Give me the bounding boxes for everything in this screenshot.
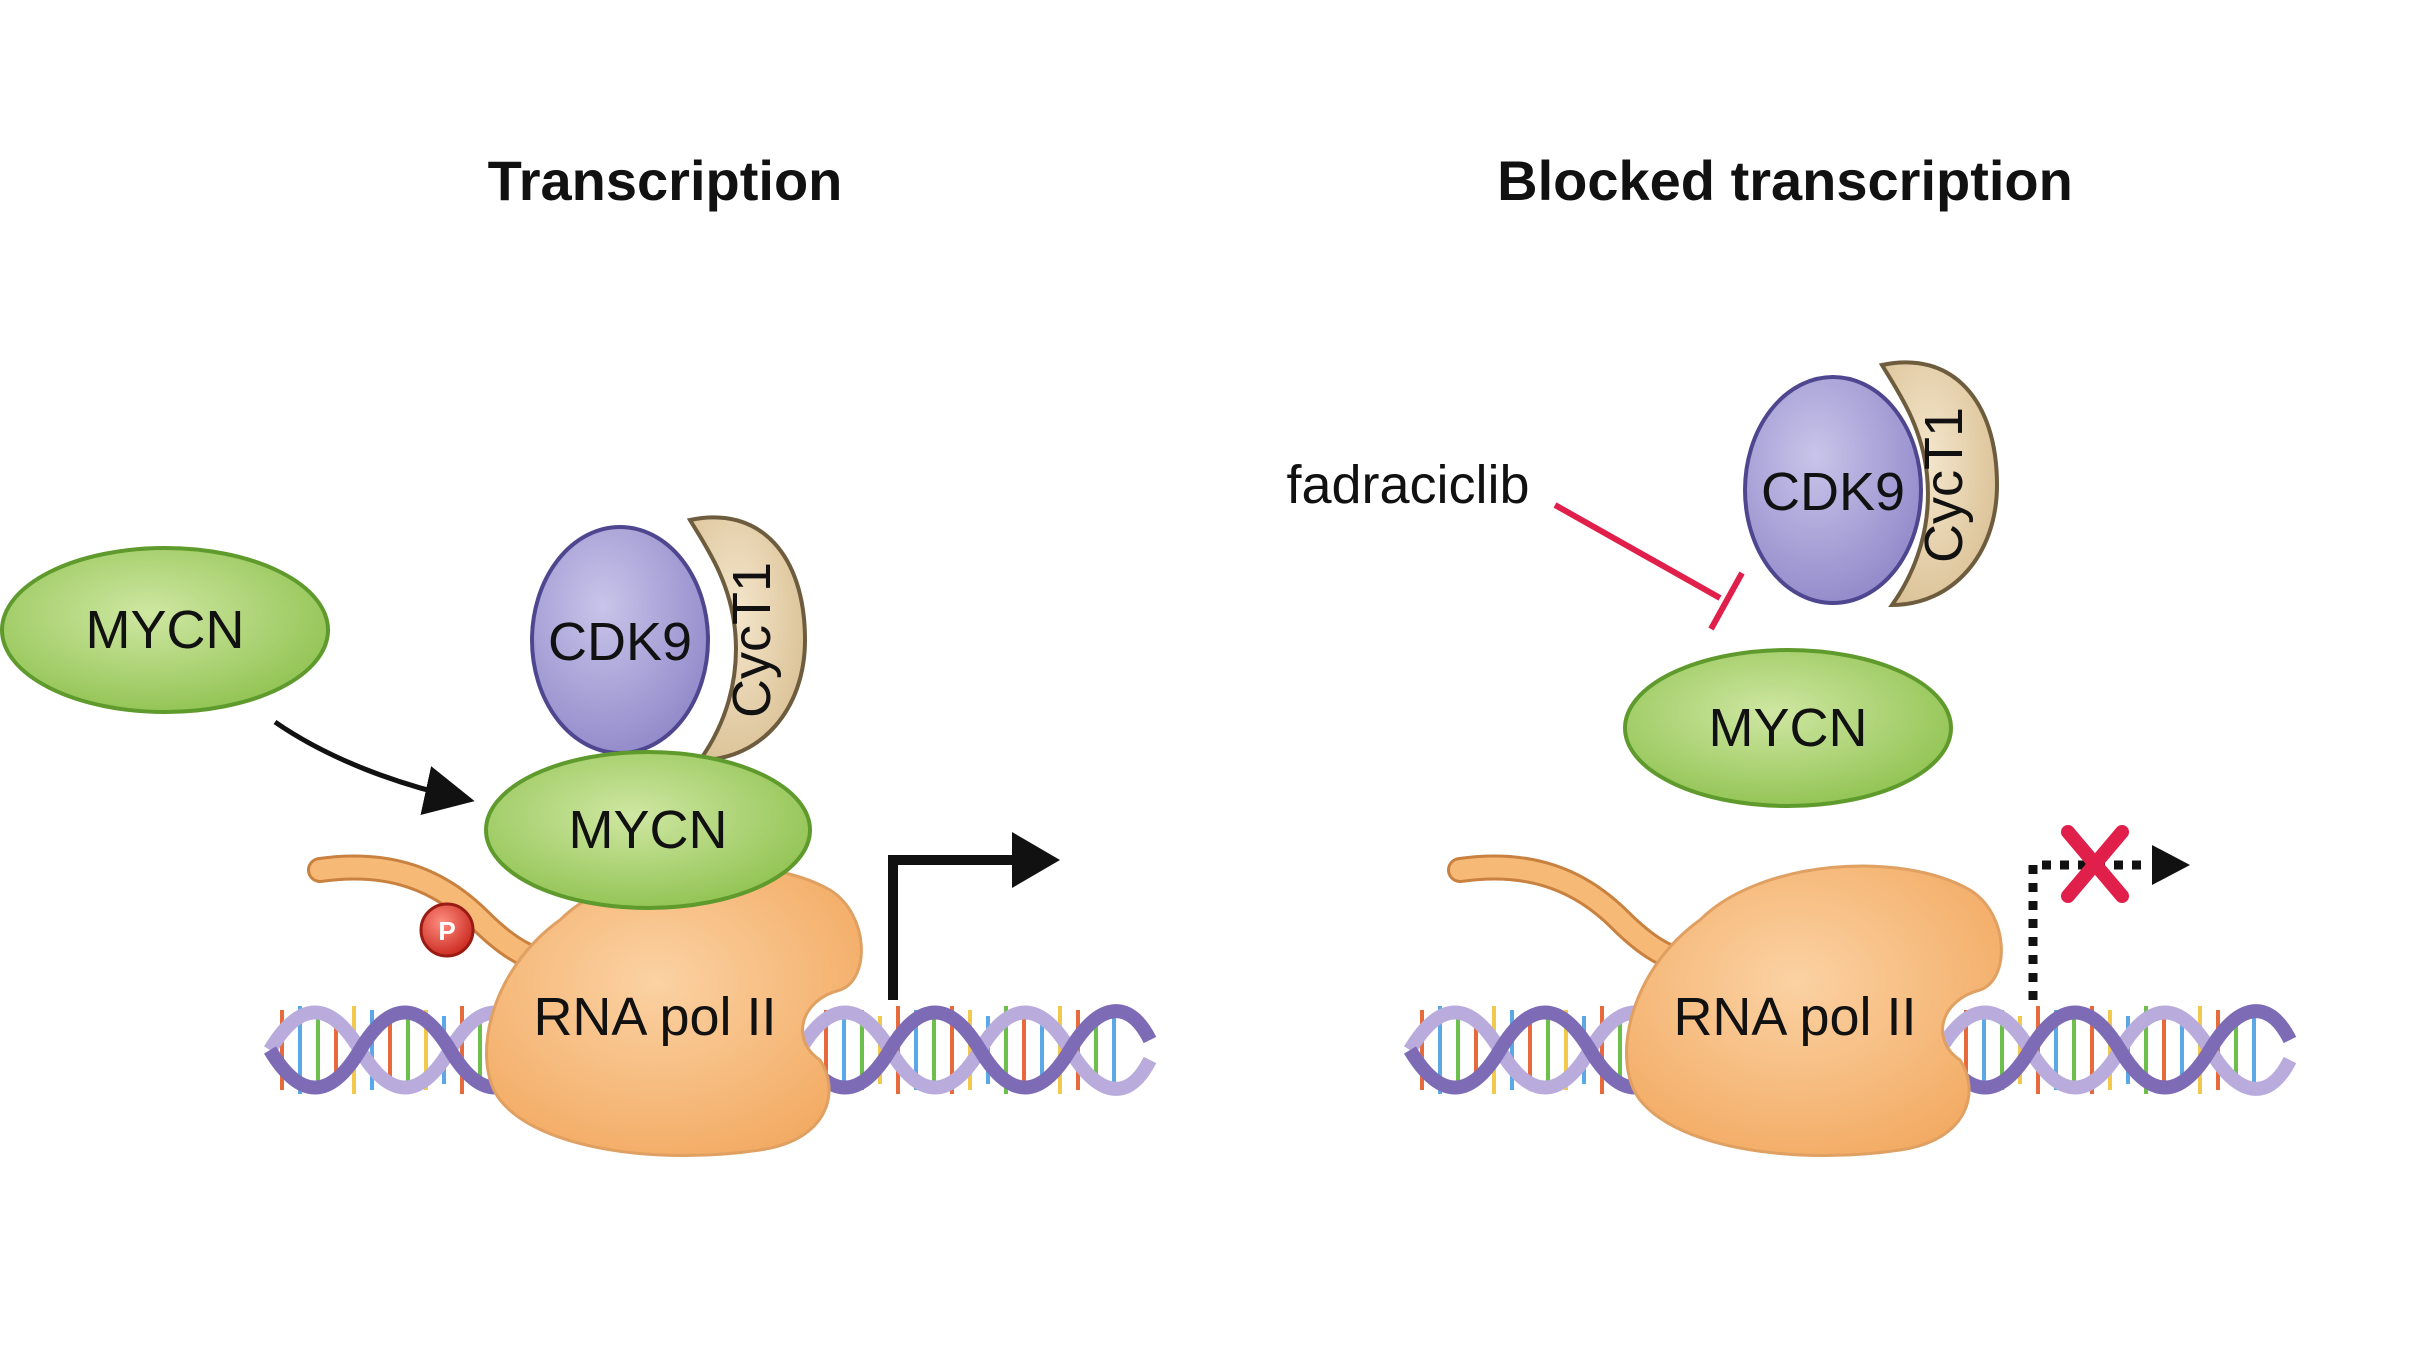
phosphate-badge: P — [419, 902, 475, 958]
rna-pol-ii-label-right: RNA pol II — [1673, 987, 1916, 1047]
mycn-free-left — [0, 546, 330, 714]
mycn-bound-left — [484, 750, 812, 910]
cyct1-label-right: CycT1 — [1914, 407, 1974, 563]
transcription-start-arrow — [888, 855, 1015, 1000]
dna-helix-left — [263, 1004, 1157, 1096]
blocked-transcription-arrowhead — [2152, 845, 2190, 885]
block-x-icon — [2061, 825, 2129, 903]
blocked-transcription-arrow — [2028, 860, 2150, 1000]
left-panel: Transcription — [0, 149, 1157, 1158]
rna-pol-ii-label-left: RNA pol II — [533, 987, 776, 1047]
cyct1-right — [1878, 360, 2000, 608]
recruitment-arrow — [273, 719, 475, 816]
cdk9-right — [1743, 375, 1923, 605]
mycn-free-label: MYCN — [86, 600, 245, 660]
cdk9-label-right: CDK9 — [1761, 462, 1905, 522]
right-panel: Blocked transcription — [1286, 149, 2297, 1158]
rna-pol-ii-right — [1625, 864, 2003, 1158]
phosphate-label: P — [438, 916, 455, 946]
inhibition-line — [1553, 502, 1745, 631]
mycn-right — [1623, 648, 1953, 808]
cyct1-left — [686, 515, 808, 763]
dna-helix-right — [1403, 1004, 2297, 1096]
mycn-label-right: MYCN — [1709, 698, 1868, 758]
right-panel-title: Blocked transcription — [1497, 149, 2073, 212]
transcription-arrowhead — [1012, 832, 1060, 888]
cyct1-label-left: CycT1 — [722, 562, 782, 718]
left-panel-title: Transcription — [488, 149, 843, 212]
mycn-bound-label: MYCN — [569, 800, 728, 860]
rna-pol-ii-left — [485, 864, 863, 1158]
cdk9-label-left: CDK9 — [548, 612, 692, 672]
fadraciclib-label: fadraciclib — [1286, 455, 1529, 515]
